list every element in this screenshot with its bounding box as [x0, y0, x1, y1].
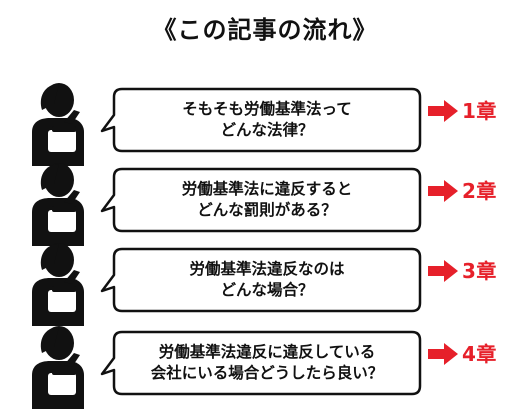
- question-text-4: 労働基準法違反に違反している 会社にいる場合どうしたら良い？: [114, 336, 420, 390]
- question-text-3: 労働基準法違反なのは どんな場合？: [114, 253, 420, 307]
- question-text-1: そもそも労働基準法って どんな法律？: [114, 93, 420, 147]
- question-line-2: どんな罰則がある？: [197, 201, 337, 219]
- question-line-1: そもそも労働基準法って: [182, 100, 352, 118]
- red-arrow-icon: [428, 100, 458, 122]
- speech-bubble-1: [100, 87, 422, 153]
- speech-bubble-4: [100, 330, 422, 396]
- question-line-2: 会社にいる場合どうしたら良い？: [150, 364, 384, 382]
- speech-bubble-3: [100, 247, 422, 313]
- chapter-label-2: 2章: [462, 179, 497, 203]
- flow-row-1: そもそも労働基準法って どんな法律？ 1章: [0, 83, 530, 175]
- person-silhouette-icon: [32, 326, 84, 409]
- page-title: 《この記事の流れ》: [152, 16, 378, 44]
- question-line-2: どんな法律？: [220, 121, 314, 139]
- speech-bubble-2: [100, 167, 422, 233]
- person-silhouette-icon: [32, 243, 84, 326]
- red-arrow-icon: [428, 343, 458, 365]
- chapter-label-3: 3章: [462, 259, 497, 283]
- person-silhouette-icon: [32, 163, 84, 246]
- question-text-2: 労働基準法に違反すると どんな罰則がある？: [114, 173, 420, 227]
- red-arrow-icon: [428, 180, 458, 202]
- question-line-1: 労働基準法違反に違反している: [158, 343, 376, 361]
- question-line-1: 労働基準法に違反すると: [181, 180, 353, 198]
- question-line-2: どんな場合？: [220, 281, 314, 299]
- chapter-label-1: 1章: [462, 99, 497, 123]
- chapter-label-4: 4章: [462, 342, 497, 366]
- flow-row-2: 労働基準法に違反すると どんな罰則がある？ 2章: [0, 163, 530, 255]
- flow-row-3: 労働基準法違反なのは どんな場合？ 3章: [0, 243, 530, 335]
- question-line-1: 労働基準法違反なのは: [189, 260, 345, 278]
- person-silhouette-icon: [32, 83, 84, 166]
- flow-row-4: 労働基準法違反に違反している 会社にいる場合どうしたら良い？ 4章: [0, 326, 530, 418]
- red-arrow-icon: [428, 260, 458, 282]
